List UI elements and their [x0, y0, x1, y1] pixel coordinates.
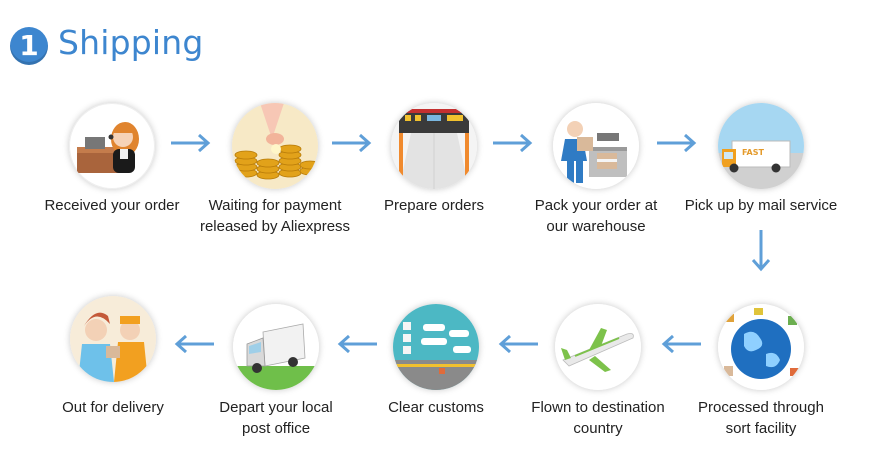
mail-van-icon — [233, 304, 319, 390]
step-number: 1 — [19, 29, 39, 62]
step-label: Pack your order at our warehouse — [534, 197, 658, 235]
gold-coins-icon — [232, 103, 318, 189]
customer-service-icon — [69, 103, 155, 189]
airplane-icon — [555, 304, 641, 390]
right-arrow-icon — [171, 133, 211, 153]
conveyor-icon — [391, 103, 477, 189]
step-label: Depart your local post office — [219, 399, 333, 437]
courier-icon — [70, 296, 156, 382]
right-arrow-icon — [657, 133, 697, 153]
delivery-truck-icon: FAST — [718, 103, 804, 189]
left-arrow-icon — [337, 334, 377, 354]
svg-text:FAST: FAST — [742, 148, 765, 157]
step-number-badge: 1 — [10, 27, 48, 65]
step-label: Out for delivery — [62, 399, 164, 416]
step-label: Prepare orders — [383, 197, 485, 214]
down-arrow-icon — [751, 230, 771, 272]
step-label: Waiting for payment released by Aliexpre… — [199, 197, 351, 235]
step-label: Processed through sort facility — [698, 399, 824, 437]
right-arrow-icon — [332, 133, 372, 153]
left-arrow-icon — [661, 334, 701, 354]
left-arrow-icon — [498, 334, 538, 354]
section-title: Shipping — [58, 23, 204, 62]
left-arrow-icon — [174, 334, 214, 354]
step-label: Clear customs — [388, 399, 484, 416]
port-icon — [393, 304, 479, 390]
packing-worker-icon — [553, 103, 639, 189]
globe-icon — [718, 304, 804, 390]
step-label: Received your order — [44, 197, 180, 214]
right-arrow-icon — [493, 133, 533, 153]
step-label: Flown to destination country — [531, 399, 665, 437]
step-label: Pick up by mail service — [684, 197, 838, 214]
